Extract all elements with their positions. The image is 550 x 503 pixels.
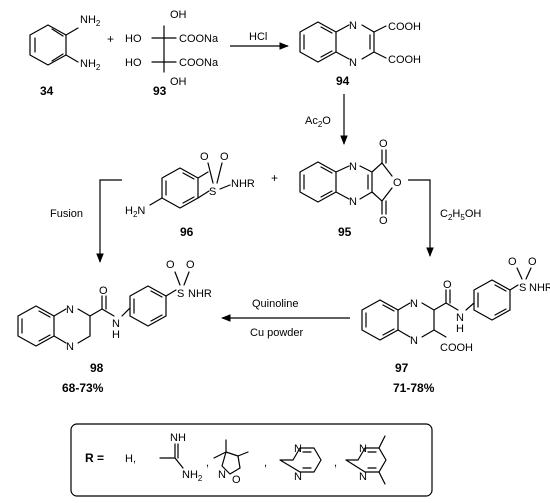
n-atom: N: [349, 20, 357, 32]
condition-hcl: HCl: [249, 31, 267, 43]
h2n-label: H2N: [125, 205, 145, 219]
yield-97: 71-78%: [393, 381, 435, 395]
arrow-fusion: [96, 179, 122, 263]
o-atom: O: [200, 151, 209, 163]
r-option-hydrogen: H,: [125, 453, 136, 465]
cooh-label: COOH: [440, 342, 473, 354]
s-atom: S: [209, 186, 216, 198]
n-atom: N: [349, 161, 357, 173]
n-atom: N: [112, 318, 120, 330]
coona-label: COONa: [179, 33, 219, 45]
n-atom: N: [349, 57, 357, 69]
condition-ethanol: C2H5OH: [440, 208, 481, 222]
o-atom: O: [393, 177, 402, 189]
o-atom: O: [99, 285, 108, 297]
o-atom: O: [528, 256, 537, 268]
nhr-label: NHR: [529, 282, 550, 294]
n-atom: N: [359, 443, 367, 455]
r-option-amidine: NH NH2: [159, 432, 203, 483]
o-atom: O: [166, 259, 175, 271]
cooh-label: COOH: [388, 21, 421, 33]
compound-label-94: 94: [336, 74, 350, 88]
o-atom: O: [443, 279, 452, 291]
condition-quinoline: Quinoline: [252, 298, 298, 310]
h-atom: H: [456, 323, 464, 335]
condition-ac2o: Ac2O: [305, 115, 331, 129]
r-option-dimethylpyrimidine: N N: [345, 435, 387, 485]
n-atom: N: [359, 471, 367, 483]
o-atom: O: [232, 474, 241, 486]
ho-label: HO: [125, 33, 142, 45]
o-atom: O: [508, 256, 517, 268]
oh-label: OH: [170, 9, 187, 21]
s-atom: S: [519, 282, 526, 294]
n-atom: N: [294, 443, 302, 455]
r-option-isoxazole: N O: [213, 439, 249, 486]
n-atom: N: [294, 471, 302, 483]
nh2-label: NH2: [80, 58, 101, 72]
cooh-label: COOH: [388, 54, 421, 66]
n-atom: N: [410, 335, 418, 347]
coona-label: COONa: [179, 57, 219, 69]
compound-label-97: 97: [395, 361, 409, 375]
compound-34-structure: NH2 NH2: [29, 14, 101, 72]
nh2-label: NH2: [182, 469, 203, 483]
n-atom: N: [218, 469, 226, 481]
condition-fusion: Fusion: [50, 208, 83, 220]
o-atom: O: [379, 215, 388, 227]
n-atom: N: [410, 298, 418, 310]
compound-95-structure: N N O O O: [299, 138, 402, 227]
r-group-label: R =: [85, 451, 104, 465]
arrow-ethanol: [408, 179, 434, 257]
compound-label-95: 95: [338, 225, 352, 239]
comma: ,: [264, 457, 267, 469]
o-atom: O: [186, 259, 195, 271]
compound-93-structure: OH HO COONa HO COONa OH: [125, 9, 219, 88]
n-atom: N: [456, 312, 464, 324]
yield-98: 68-73%: [62, 381, 104, 395]
h-atom: H: [112, 329, 120, 341]
plus-sign: +: [271, 171, 278, 185]
o-atom: O: [220, 151, 229, 163]
n-atom: N: [349, 196, 357, 208]
comma: ,: [334, 457, 337, 469]
compound-label-98: 98: [90, 361, 104, 375]
ho-label: HO: [125, 57, 142, 69]
nh-label: NH: [170, 432, 186, 444]
s-atom: S: [177, 288, 184, 300]
n-atom: N: [66, 304, 74, 316]
plus-sign: +: [107, 32, 114, 46]
nhr-label: NHR: [231, 178, 255, 190]
compound-97-structure: N N COOH O N H S O O NHR: [361, 256, 550, 354]
compound-label-93: 93: [153, 84, 167, 98]
nh2-label: NH2: [80, 14, 101, 28]
compound-96-structure: H2N S O O NHR: [125, 151, 255, 219]
r-group-box: [70, 423, 433, 497]
compound-94-structure: N N COOH COOH: [299, 20, 421, 69]
r-option-pyrimidine: N N: [279, 443, 322, 483]
compound-98-structure: N N O N H S O O NHR: [17, 259, 212, 353]
o-atom: O: [379, 138, 388, 150]
comma: ,: [206, 457, 209, 469]
compound-label-34: 34: [40, 84, 54, 98]
n-atom: N: [66, 341, 74, 353]
oh-label: OH: [170, 76, 187, 88]
compound-label-96: 96: [180, 225, 194, 239]
condition-cu-powder: Cu powder: [250, 327, 304, 339]
nhr-label: NHR: [188, 288, 212, 300]
